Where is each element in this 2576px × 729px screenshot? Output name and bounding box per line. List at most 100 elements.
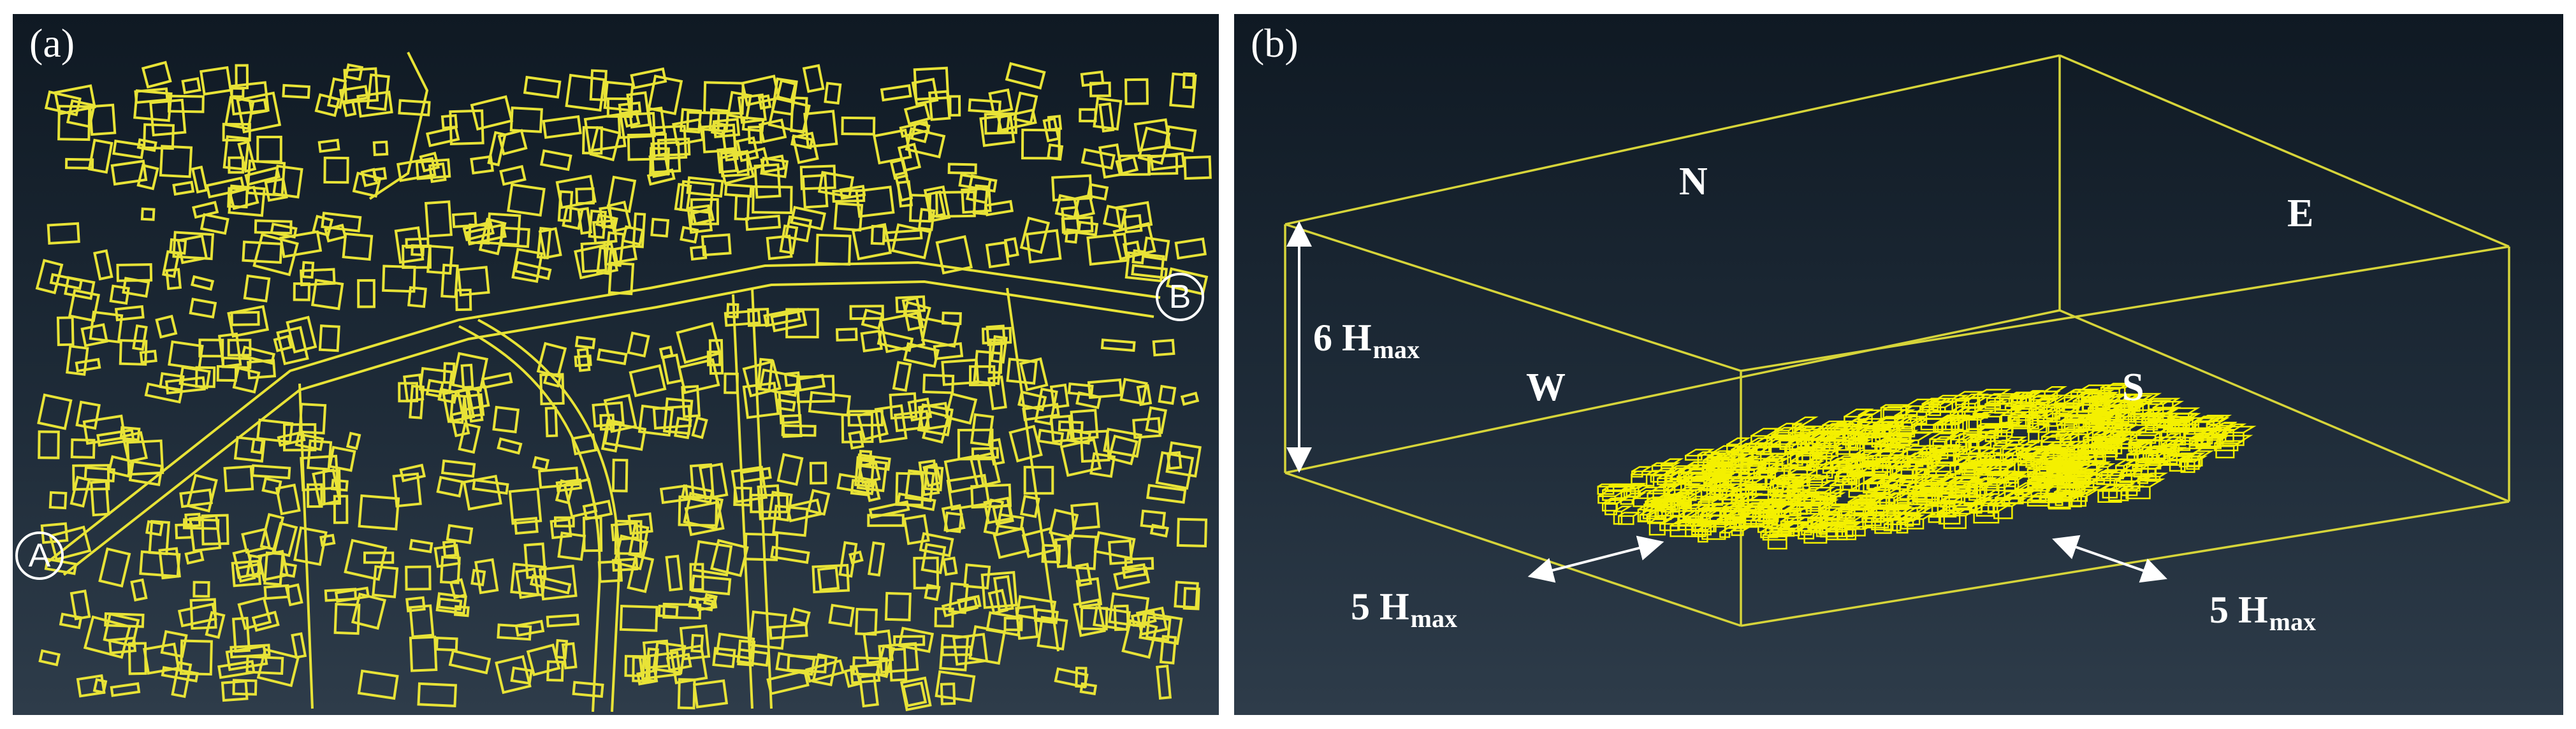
building-footprint [684, 500, 725, 537]
building-footprint [456, 385, 490, 412]
building-footprint [1132, 417, 1161, 439]
building-footprint [630, 67, 667, 90]
building-block-3d [2076, 468, 2104, 484]
building-footprint [947, 162, 977, 175]
building-footprint [843, 667, 862, 688]
building-footprint [264, 177, 288, 202]
building-footprint [470, 568, 486, 587]
building-footprint [109, 284, 130, 305]
building-footprint [626, 91, 651, 129]
building-footprint [644, 647, 659, 682]
building-footprint [442, 362, 456, 384]
building-footprint [275, 483, 301, 516]
building-footprint [993, 575, 1014, 612]
building-footprint [1152, 338, 1175, 357]
building-footprint [227, 305, 270, 338]
building-footprint [321, 212, 362, 233]
building-block-3d [1900, 512, 1937, 530]
building-footprint [614, 519, 643, 555]
building-outlines [35, 61, 1212, 712]
building-footprint [659, 345, 674, 359]
building-block-3d [1888, 468, 1927, 482]
panel-b-computational-domain: (b) N E W S 6 Hmax 5 Hmax 5 Hmax [1234, 14, 2563, 715]
building-footprint [1049, 414, 1073, 444]
building-footprint [114, 305, 145, 322]
building-footprint [760, 157, 789, 178]
left-gap-dimension-value: 5 H [1351, 586, 1409, 628]
building-footprint [417, 682, 457, 707]
building-footprint [833, 201, 864, 232]
building-footprint [1122, 240, 1142, 259]
building-footprint [110, 159, 148, 186]
building-footprint [261, 477, 282, 495]
building-footprint [864, 479, 881, 502]
building-block-3d [2125, 478, 2165, 500]
building-footprint [426, 244, 454, 275]
building-block-3d [1987, 470, 2015, 482]
building-footprint [366, 73, 390, 111]
building-footprint [160, 630, 188, 658]
building-footprint [230, 310, 260, 326]
building-footprint [1133, 118, 1171, 152]
building-footprint [1165, 441, 1202, 478]
building-footprint [179, 639, 213, 676]
building-footprint [532, 456, 550, 472]
building-footprint [132, 324, 148, 351]
building-footprint [576, 347, 591, 372]
building-footprint [650, 217, 670, 238]
building-footprint [49, 273, 84, 291]
building-footprint [544, 407, 558, 438]
building-footprint [191, 165, 208, 194]
building-footprint [747, 308, 770, 327]
building-footprint [1054, 537, 1072, 568]
building-footprint [333, 602, 361, 635]
building-footprint [83, 615, 131, 659]
building-footprint [241, 345, 276, 365]
building-footprint [1100, 338, 1136, 352]
building-footprint [742, 359, 782, 398]
building-block-3d [1907, 451, 1943, 471]
building-footprint [701, 233, 732, 257]
building-footprint [1182, 587, 1200, 610]
building-footprint [652, 641, 687, 675]
building-footprint [703, 81, 745, 115]
building-footprint [139, 349, 157, 364]
building-footprint [741, 75, 781, 107]
building-block-3d [1601, 497, 1629, 512]
building-block-3d [1780, 517, 1807, 533]
building-footprint [38, 649, 61, 667]
building-footprint [724, 372, 739, 394]
building-footprint [952, 633, 989, 666]
building-block-3d [1745, 477, 1765, 494]
building-footprint [849, 305, 884, 321]
left-gap-dimension-label: 5 Hmax [1351, 588, 1457, 632]
building-block-3d [1949, 476, 1982, 496]
building-footprint [854, 607, 878, 636]
building-footprint [768, 491, 793, 522]
building-footprint [1107, 435, 1139, 466]
building-footprint [232, 366, 261, 394]
building-footprint [539, 149, 572, 171]
building-footprint [686, 176, 724, 198]
building-footprint [116, 263, 153, 282]
building-footprint [968, 98, 1001, 114]
building-footprint [580, 241, 608, 273]
building-footprint [613, 244, 638, 264]
building-footprint [811, 563, 850, 594]
building-footprint [222, 135, 251, 171]
building-block-3d [1678, 465, 1701, 484]
building-footprint [726, 303, 739, 319]
face-north-label: N [1679, 160, 1708, 203]
building-block-3d [1809, 523, 1828, 531]
building-footprint [186, 473, 218, 513]
building-footprint [896, 492, 936, 512]
building-footprint [708, 108, 730, 133]
building-footprint [766, 235, 793, 261]
building-block-3d [1847, 458, 1887, 474]
building-block-3d [1670, 519, 1707, 537]
building-block-3d [1744, 502, 1779, 517]
building-footprint [690, 574, 732, 596]
building-footprint [1182, 72, 1195, 89]
building-footprint [627, 554, 655, 593]
building-block-3d [1648, 514, 1679, 536]
